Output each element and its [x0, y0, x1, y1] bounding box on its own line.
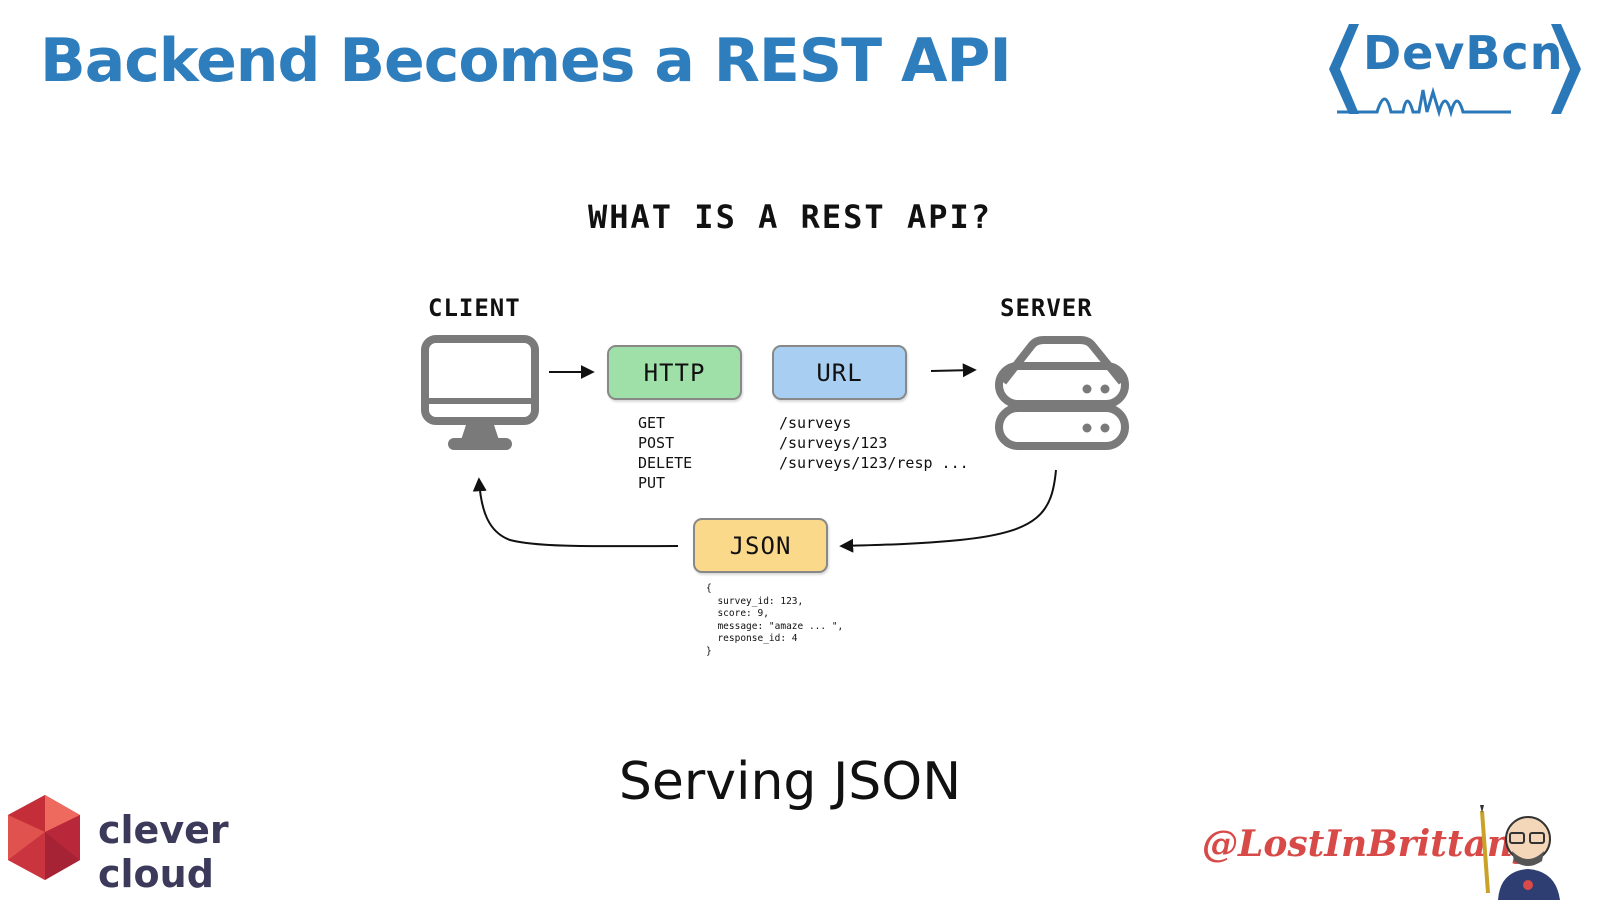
json-pill: JSON: [693, 518, 828, 573]
url-pill: URL: [772, 345, 907, 400]
slide-title: Backend Becomes a REST API: [40, 26, 1012, 96]
monitor-icon: [421, 335, 539, 450]
url-to-server-arrow: [930, 363, 977, 378]
http-method-list: GET POST DELETE PUT: [638, 413, 692, 493]
json-sample: { survey_id: 123, score: 9, message: "am…: [706, 583, 844, 657]
http-pill-label: HTTP: [643, 358, 706, 387]
json-pill-label: JSON: [729, 531, 792, 560]
devbcn-logo-text: DevBcn: [1363, 26, 1564, 80]
http-method: PUT: [638, 474, 666, 492]
logo-brackets-icon: [1329, 24, 1581, 118]
url-path: /surveys/123/resp ...: [779, 454, 969, 472]
json-to-client-arrow: [472, 477, 679, 548]
server-stack-icon: [995, 336, 1129, 450]
http-method: DELETE: [638, 454, 693, 472]
server-to-json-arrow: [839, 469, 1057, 553]
http-pill: HTTP: [607, 345, 742, 400]
url-path: /surveys: [779, 414, 852, 432]
speaker-avatar-icon: [1480, 805, 1560, 900]
hexagon-gem-icon: [8, 795, 80, 880]
http-method: POST: [638, 434, 675, 452]
client-label: CLIENT: [428, 294, 521, 322]
clever-cloud-text: clever cloud: [98, 808, 229, 896]
diagram-heading: WHAT IS A REST API?: [587, 198, 993, 236]
server-label: SERVER: [1000, 294, 1093, 322]
url-pill-label: URL: [816, 358, 863, 387]
speaker-handle: @LostInBrittany: [1202, 823, 1534, 865]
http-method: GET: [638, 414, 666, 432]
slide-subtitle: Serving JSON: [618, 752, 962, 812]
clever-cloud-logo: clever cloud: [0, 790, 340, 896]
url-path: /surveys/123: [779, 434, 888, 452]
devbcn-logo: DevBcn: [1315, 20, 1595, 120]
url-path-list: /surveys /surveys/123 /surveys/123/resp …: [779, 413, 969, 473]
